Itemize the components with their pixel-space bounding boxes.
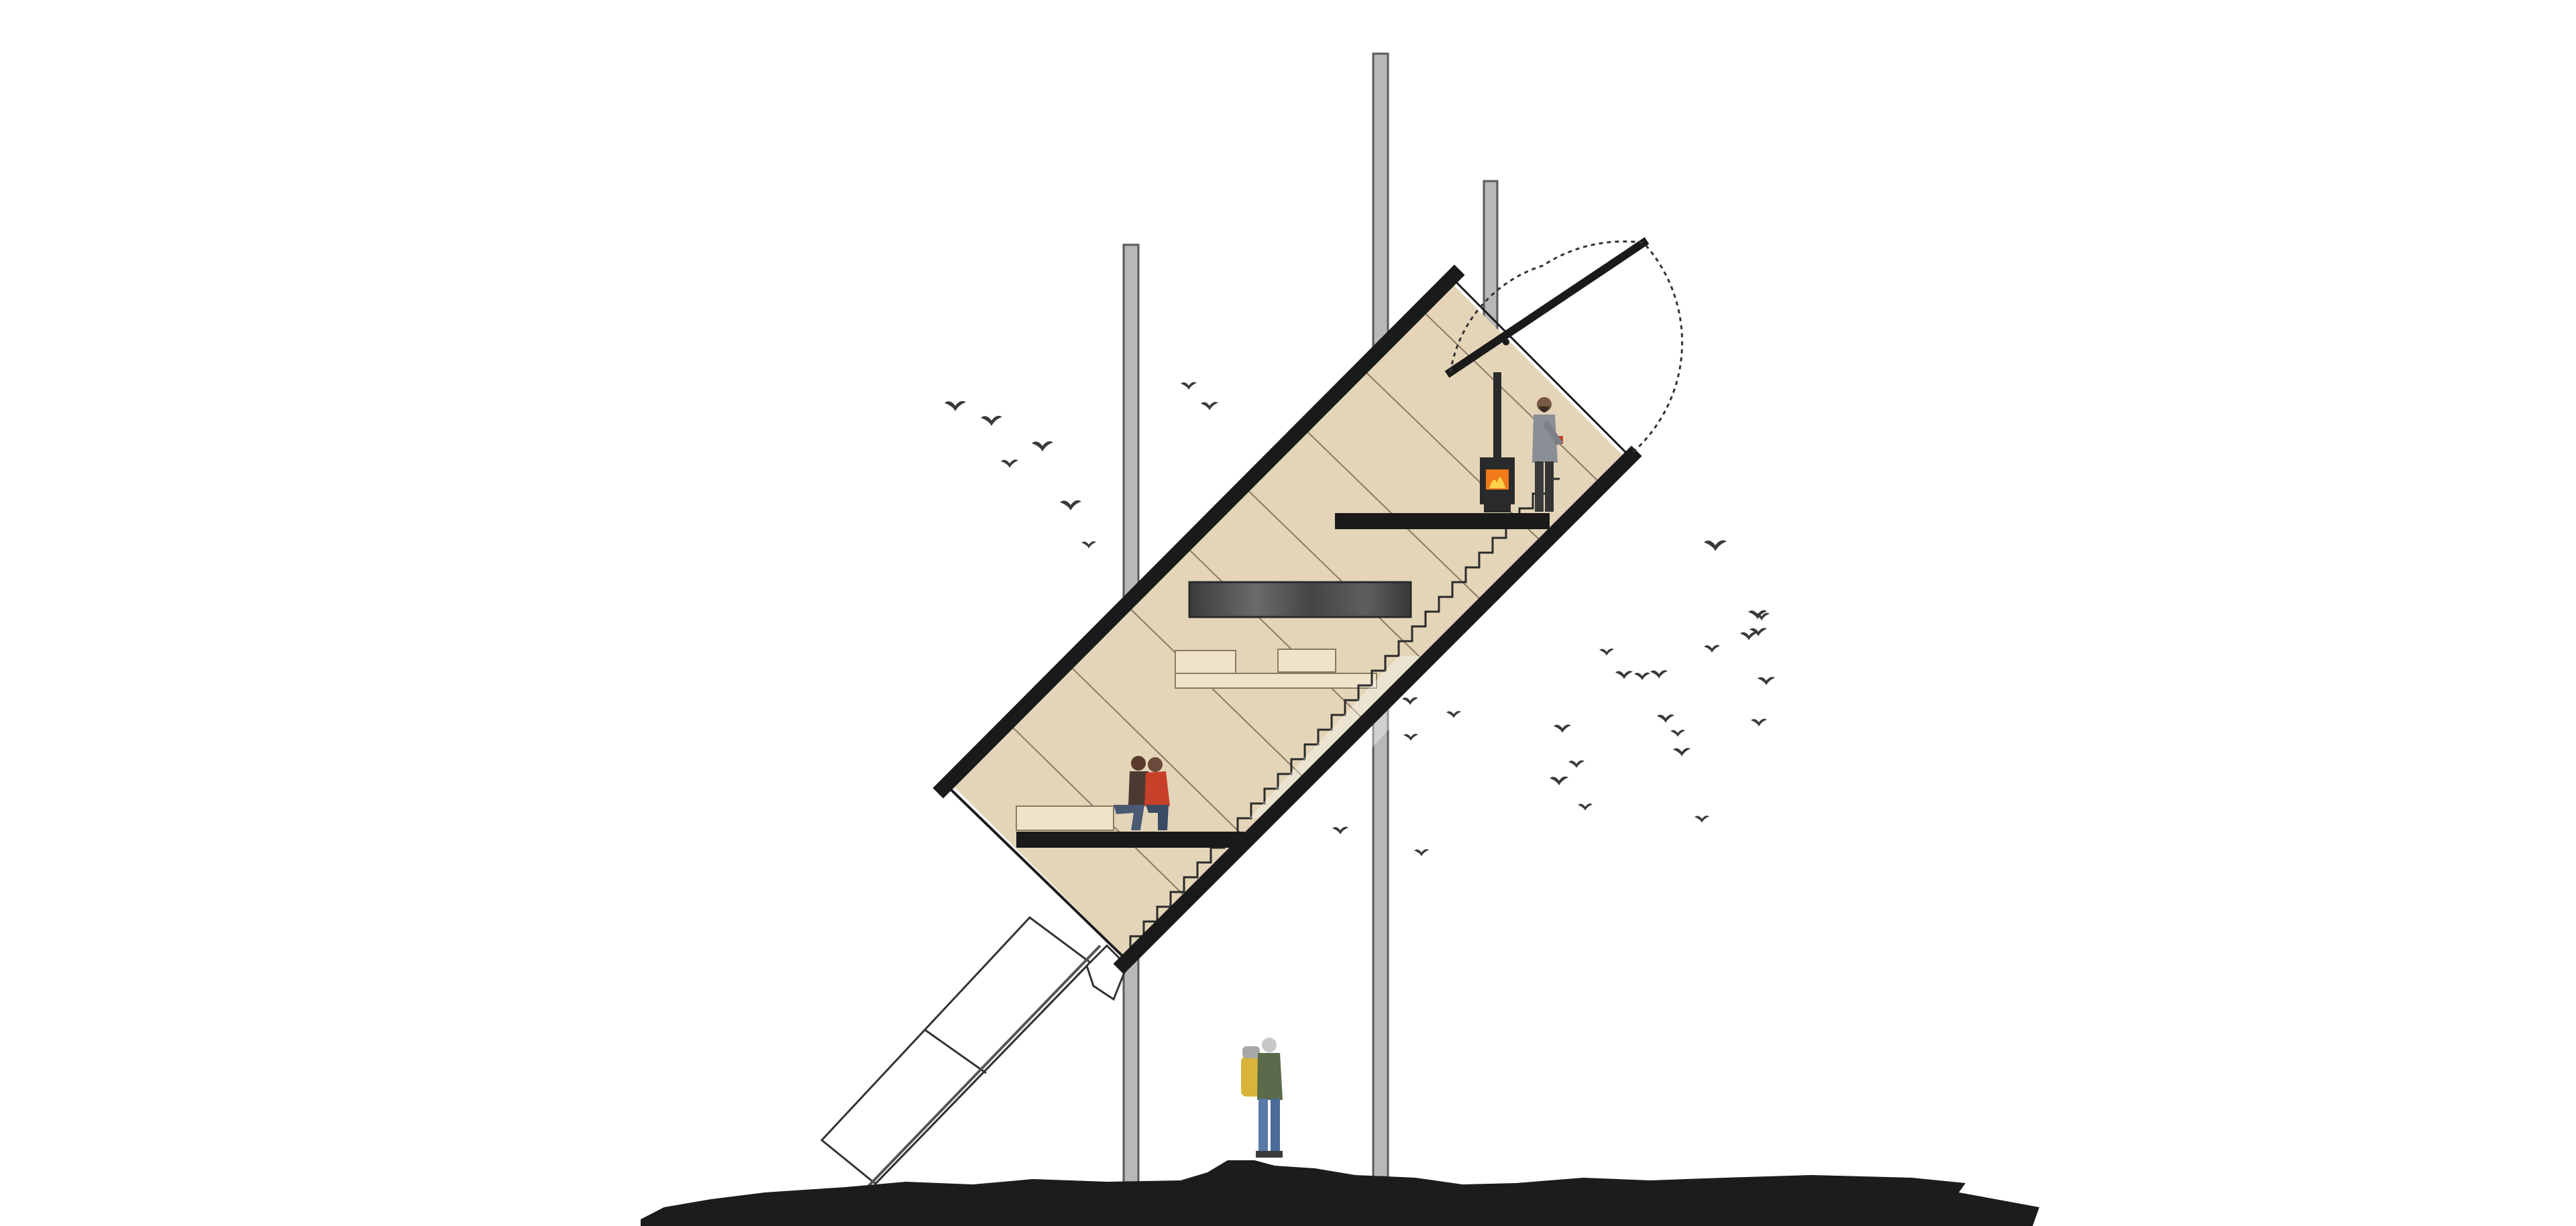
hatch-hinge — [1503, 339, 1509, 345]
bench-left — [1175, 650, 1236, 675]
leg-right — [1271, 1099, 1280, 1154]
arm — [1543, 419, 1563, 445]
bench-right — [1277, 649, 1336, 673]
leg-right — [1545, 461, 1554, 512]
backpack — [1241, 1056, 1261, 1097]
ramp-bracket — [1085, 944, 1128, 1001]
roof-hatch-panel — [1444, 237, 1650, 378]
upper-floor-slab — [1335, 513, 1550, 529]
interior-stairs — [1129, 478, 1560, 951]
people-seated-lower — [1114, 756, 1170, 830]
beard — [1539, 406, 1550, 412]
seam — [1126, 605, 1306, 780]
torso — [1257, 1053, 1283, 1100]
head-left — [1131, 756, 1146, 771]
cabin — [932, 237, 1684, 974]
stove-flame — [1489, 477, 1505, 488]
seam — [1244, 486, 1424, 661]
cabin-wall-upper — [932, 264, 1465, 799]
stove-flue — [1493, 372, 1501, 459]
lower-bench — [1016, 805, 1114, 831]
lower-floor-slab — [1016, 832, 1244, 848]
seam — [1068, 664, 1247, 840]
hatch-swing-arc — [1449, 240, 1684, 456]
person-standing-upper — [1532, 397, 1563, 512]
wood-stove-icon — [1480, 372, 1515, 512]
legs-right — [1146, 805, 1169, 830]
head-right — [1148, 757, 1163, 772]
bedroll — [1242, 1046, 1260, 1058]
boots — [1256, 1151, 1283, 1158]
ramp-joint-1 — [924, 1028, 987, 1074]
head — [1262, 1038, 1277, 1052]
seam — [1185, 546, 1364, 720]
ground-silhouette — [641, 1160, 2039, 1226]
leg-left — [1258, 1099, 1268, 1154]
seam — [1420, 309, 1599, 482]
person-hiker-ground — [1241, 1038, 1283, 1158]
cabin-interior — [951, 280, 1623, 959]
stove-legs — [1484, 504, 1511, 512]
cabin-window — [1188, 581, 1412, 618]
cabin-wall-bottom — [945, 783, 1128, 962]
leg-left — [1535, 461, 1544, 512]
torso-right — [1144, 771, 1170, 806]
ramp-strut — [867, 944, 1102, 1187]
bench-seat — [1175, 673, 1377, 689]
cabin-wall-lower — [1113, 445, 1642, 974]
entrance-ramp — [820, 915, 1128, 1187]
ramp-joint-2 — [874, 961, 1091, 1185]
legs-left — [1114, 805, 1144, 830]
torso-left — [1128, 771, 1150, 805]
